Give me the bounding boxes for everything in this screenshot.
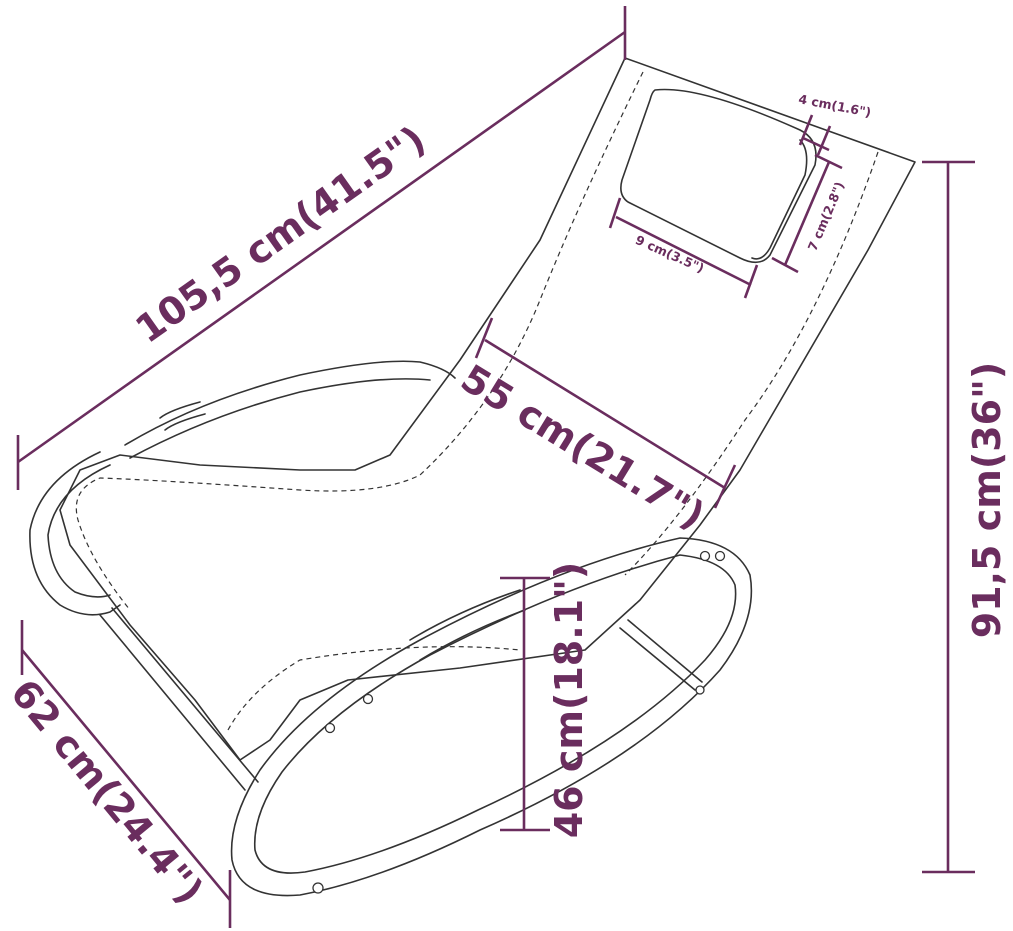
dimension-labels: 105,5 cm(41.5") 55 cm(21.7") 91,5 cm(36"… bbox=[2, 91, 1009, 912]
pillow-height-label: 7 cm(2.8") bbox=[805, 179, 848, 253]
seat-height-label: 46 cm(18.1") bbox=[547, 562, 591, 839]
headrest-pillow bbox=[620, 88, 817, 264]
rear-leg bbox=[99, 607, 259, 791]
back-rail bbox=[124, 360, 456, 446]
dimension-lines bbox=[16, 6, 975, 928]
pillow-width-label: 9 cm(3.5") bbox=[633, 232, 706, 276]
front-cross-bar bbox=[619, 619, 703, 691]
pillow-thickness-label: 4 cm(1.6") bbox=[797, 91, 872, 120]
rear-rocker-inner bbox=[47, 464, 111, 598]
height-label: 91,5 cm(36") bbox=[965, 362, 1009, 639]
front-rocker-outer bbox=[230, 537, 753, 897]
rear-rocker bbox=[29, 451, 121, 616]
armrest-cap bbox=[409, 589, 526, 661]
bolt bbox=[699, 550, 711, 562]
stitch-line-back bbox=[75, 71, 644, 611]
depth-label: 62 cm(24.4") bbox=[2, 671, 212, 912]
back-rail-inner bbox=[129, 378, 431, 459]
stitch-line-seat bbox=[227, 646, 521, 731]
bolt bbox=[362, 693, 374, 705]
length-label: 105,5 cm(41.5") bbox=[127, 117, 433, 352]
headrest-pillow-edge bbox=[751, 139, 808, 260]
chair-illustration bbox=[29, 57, 916, 897]
seat-width-label: 55 cm(21.7") bbox=[453, 356, 712, 538]
bolt bbox=[695, 685, 705, 695]
bolt bbox=[312, 882, 324, 894]
back-rail-cap bbox=[159, 401, 206, 431]
bolt bbox=[324, 722, 336, 734]
bolt bbox=[714, 550, 726, 562]
sling-fabric bbox=[59, 57, 916, 761]
